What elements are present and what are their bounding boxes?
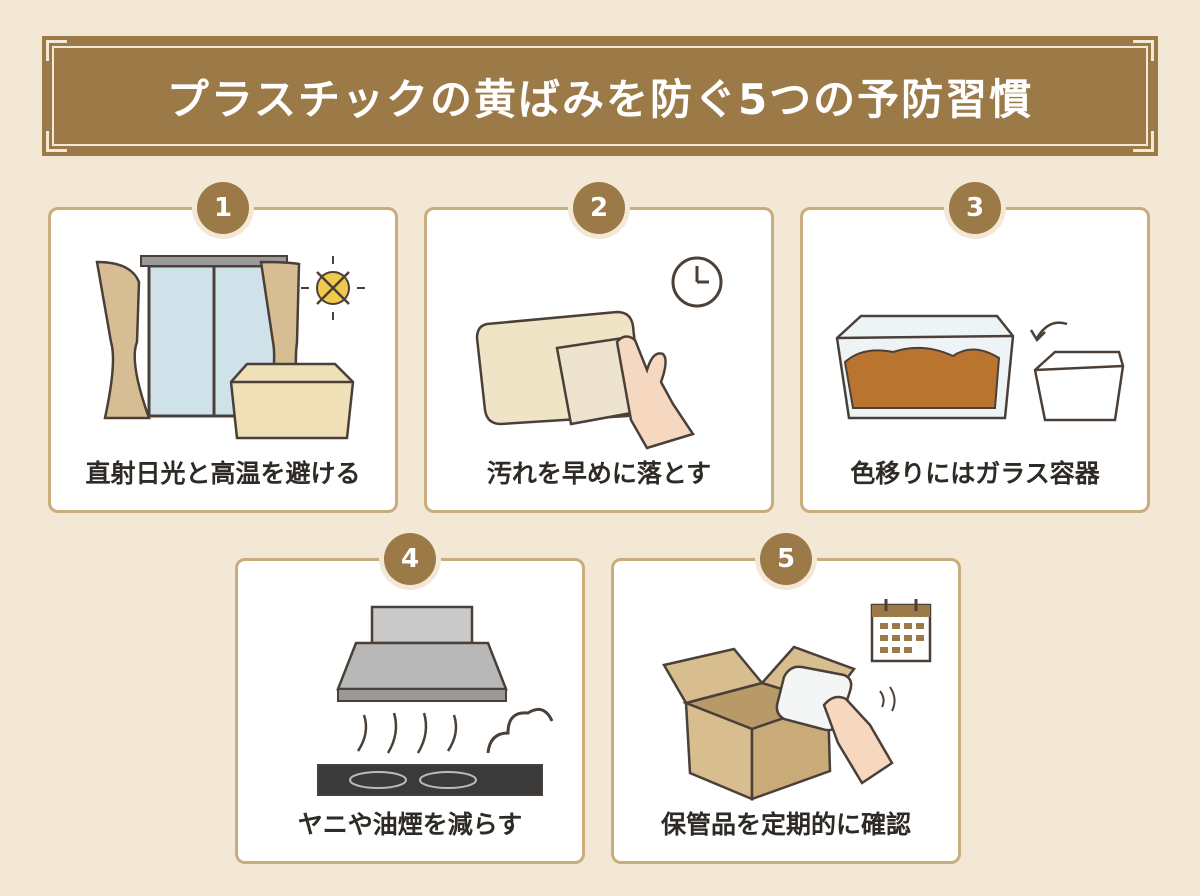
- tip-caption: 保管品を定期的に確認: [660, 810, 911, 839]
- banner-corner: [46, 40, 67, 61]
- banner-frame: プラスチックの黄ばみを防ぐ5つの予防習慣: [52, 46, 1148, 146]
- step-number-badge: 2: [573, 182, 625, 234]
- page-title: プラスチックの黄ばみを防ぐ5つの予防習慣: [166, 74, 1034, 124]
- banner-corner: [1133, 131, 1154, 152]
- glass-container-icon: [835, 314, 1125, 422]
- tip-card-4: 4 ヤニや油煙を減らす: [235, 533, 585, 864]
- tip-card-1: 1 直射日光と高温を避ける: [48, 182, 398, 513]
- tip-card-2: 2 汚れを早めに落とす: [424, 182, 774, 513]
- banner-corner: [46, 131, 67, 152]
- tip-caption: 色移りにはガラス容器: [850, 459, 1100, 488]
- step-number-badge: 3: [949, 182, 1001, 234]
- step-number-badge: 1: [197, 182, 249, 234]
- step-number-badge: 4: [384, 533, 436, 585]
- tip-caption: 直射日光と高温を避ける: [85, 459, 361, 488]
- window-sun-container-icon: [95, 255, 365, 440]
- banner-corner: [1133, 40, 1154, 61]
- range-hood-icon: [317, 605, 554, 796]
- tip-caption: 汚れを早めに落とす: [486, 459, 712, 488]
- box-calendar-icon: [662, 599, 932, 801]
- wipe-container-clock-icon: [475, 256, 723, 450]
- tip-card-5: 5 保管品を定期的に確認: [611, 533, 961, 864]
- step-number-badge: 5: [760, 533, 812, 585]
- tip-card-3: 3 色移りにはガラス容器: [800, 182, 1150, 513]
- tip-caption: ヤニや油煙を減らす: [297, 810, 523, 839]
- title-banner: プラスチックの黄ばみを防ぐ5つの予防習慣: [42, 36, 1158, 156]
